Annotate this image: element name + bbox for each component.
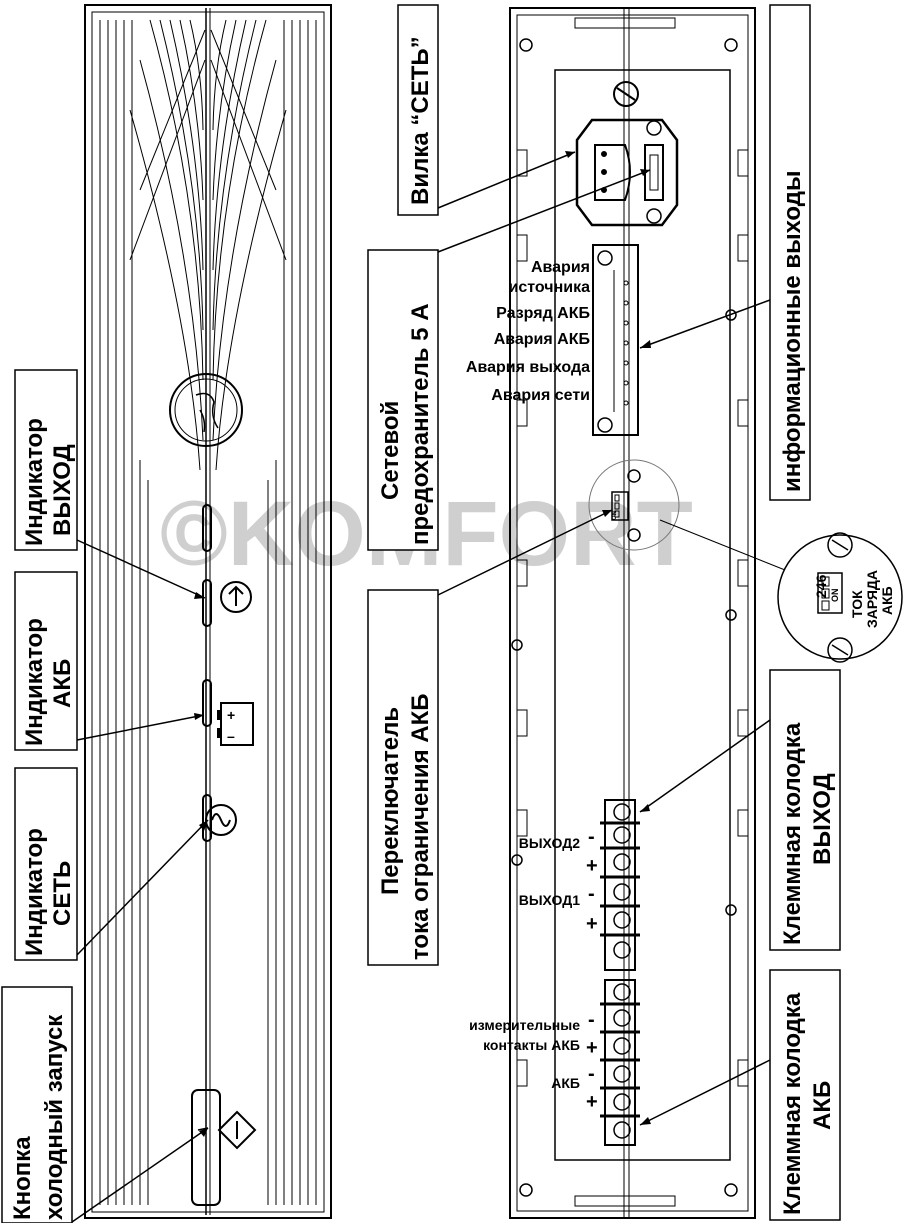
label-fuse-1: Сетевой [377, 401, 404, 500]
dip-digits: 246 [813, 574, 829, 598]
out1-minus: - [588, 883, 595, 905]
info-connector [592, 244, 639, 436]
label-switch-1: Переключатель [377, 707, 404, 895]
pin-label-6: Авария сети [491, 387, 590, 404]
label-term-akb-2: АКБ [809, 1081, 836, 1130]
label-ind-out-1: Индикатор [21, 418, 48, 546]
battery-minus: – [227, 728, 235, 744]
label-ind-net-2: СЕТЬ [49, 861, 76, 926]
label-cold-start-2: холодный запуск [41, 1014, 68, 1220]
output-arrow-icon [220, 581, 252, 613]
battery-icon [217, 702, 254, 746]
akb-minus: - [588, 1063, 595, 1085]
label-info-outputs: информационные выходы [779, 171, 806, 492]
out2-label: ВЫХОД2 [519, 835, 580, 851]
out2-minus: - [588, 826, 595, 848]
meas-label-1: измерительные [469, 1017, 580, 1033]
power-plug [575, 118, 679, 227]
dip-on: ON [830, 589, 840, 603]
label-switch-2: тока ограничения АКБ [407, 694, 434, 960]
label-fuse-2: предохранитель 5 А [407, 303, 434, 545]
meas-minus: - [588, 1009, 595, 1031]
pin-label-4: Авария АКБ [494, 331, 590, 348]
dip-label-2: ЗАРЯДА [864, 570, 880, 628]
dip-switch-small[interactable] [588, 459, 680, 551]
standby-icon [217, 1110, 257, 1150]
meas-plus: + [586, 1037, 598, 1059]
akb-label: АКБ [551, 1075, 580, 1091]
label-ind-net-1: Индикатор [21, 828, 48, 956]
label-ind-akb-1: Индикатор [21, 618, 48, 746]
pin-label-3: Разряд АКБ [496, 305, 590, 322]
pin-label-5: Авария выхода [466, 359, 590, 376]
out2-plus: + [586, 855, 598, 877]
dip-label-1: ТОК [849, 590, 865, 618]
out1-plus: + [586, 913, 598, 935]
pin-label-1: Авария [531, 259, 590, 276]
dip-small-on: ON [612, 511, 618, 520]
rear-panel [509, 7, 756, 1219]
dip-switch-zoom [659, 519, 903, 663]
label-term-akb-1: Клеммная колодка [779, 992, 806, 1215]
cold-start-button[interactable] [191, 1089, 221, 1206]
terminal-block-akb [600, 979, 640, 1146]
label-term-out-1: Клеммная колодка [779, 722, 806, 945]
label-ind-out-2: ВЫХОД [49, 444, 76, 536]
sine-wave-icon [205, 804, 237, 836]
dip-label-3: АКБ [879, 586, 895, 615]
terminal-block-output [600, 799, 640, 971]
meas-label-2: контакты АКБ [483, 1037, 580, 1053]
label-cold-start-1: Кнопка [9, 1136, 36, 1220]
front-panel [84, 4, 332, 1219]
pin-label-2: источника [509, 279, 591, 296]
out1-label: ВЫХОД1 [519, 892, 580, 908]
akb-plus: + [586, 1091, 598, 1113]
label-ind-akb-2: АКБ [49, 659, 76, 708]
label-term-out-2: ВЫХОД [809, 773, 836, 865]
label-plug: Вилка “СЕТЬ” [407, 36, 434, 205]
battery-plus: + [227, 707, 235, 723]
